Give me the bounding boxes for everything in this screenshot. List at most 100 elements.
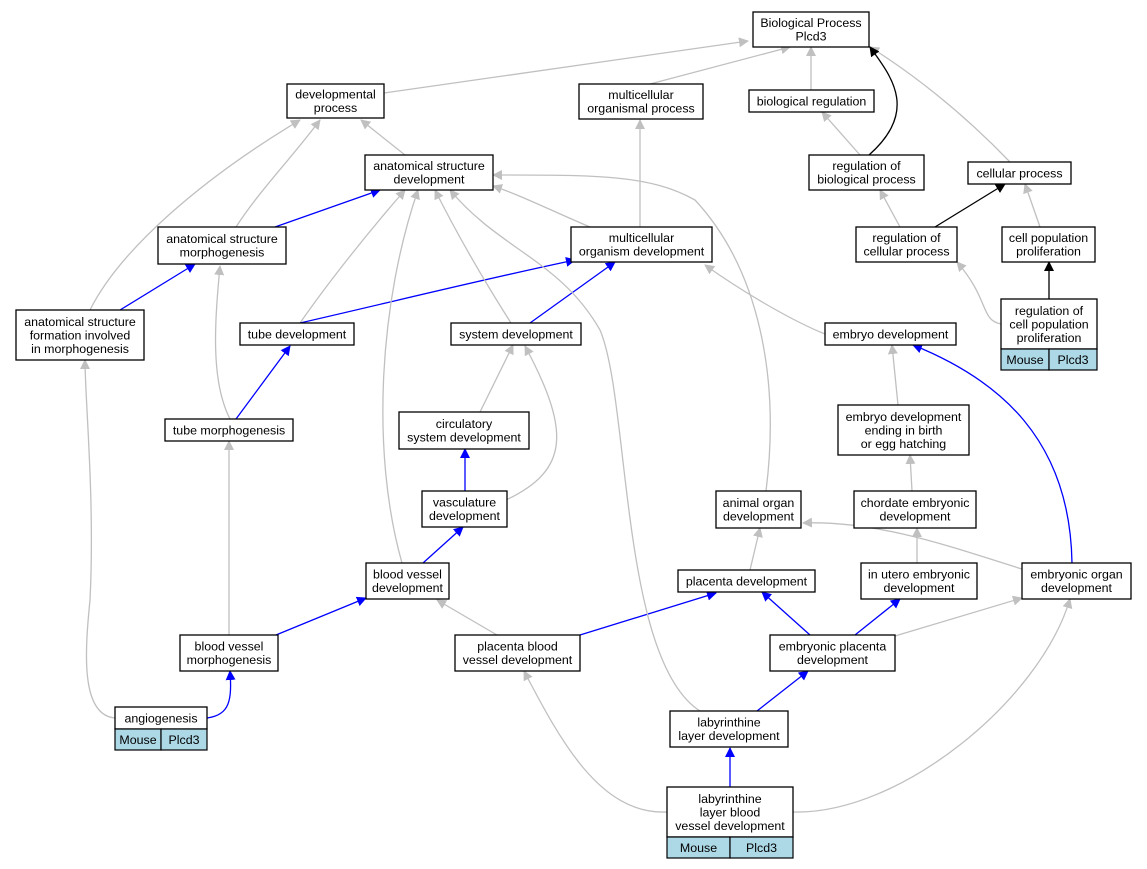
part-of-edge	[206, 670, 236, 719]
regulates-edge	[868, 46, 898, 156]
node-box	[454, 634, 581, 672]
node-box	[365, 562, 450, 600]
node-label-line: tube development	[248, 327, 347, 341]
node-label-line: embryo development	[833, 327, 949, 341]
node-label-line: layer blood	[700, 805, 761, 819]
part-of-edge	[422, 526, 464, 564]
node-label-line: development	[1041, 581, 1113, 595]
node-box	[1001, 226, 1096, 263]
node-box	[855, 226, 958, 263]
node-label-line: embryonic placenta	[779, 640, 887, 654]
node-label-line: organism development	[579, 245, 705, 259]
node-label-line: regulation of	[1015, 304, 1084, 318]
part-of-edge	[274, 188, 381, 228]
node-label-line: development	[880, 510, 952, 524]
node-label-line: animal organ	[723, 496, 795, 510]
go-node-sys-dev[interactable]: system development	[450, 322, 582, 346]
node-label-line: cell population	[1009, 231, 1088, 245]
go-node-tube-morph[interactable]: tube morphogenesis	[164, 418, 294, 442]
node-label-line: placenta development	[686, 574, 808, 588]
node-label-line: labyrinthine	[698, 792, 761, 806]
go-node-tube-dev[interactable]: tube development	[239, 322, 355, 346]
node-box	[860, 562, 978, 600]
regulates-edge	[934, 183, 1006, 228]
node-label-line: cellular process	[863, 245, 949, 259]
go-node-placenta[interactable]: placenta development	[677, 569, 816, 593]
node-label-line: biological regulation	[757, 94, 867, 108]
node-label-line: vessel development	[675, 819, 785, 833]
is-a-edge	[80, 359, 116, 719]
annotation-species-label: Mouse	[119, 733, 156, 747]
is-a-edge	[792, 598, 1073, 813]
node-label-line: developmental	[295, 88, 376, 102]
node-label-line: morphogenesis	[187, 653, 272, 667]
node-box	[15, 309, 145, 361]
node-box	[715, 490, 802, 529]
part-of-edge	[756, 670, 809, 712]
node-label-line: development	[884, 581, 956, 595]
node-label-line: vessel development	[463, 653, 573, 667]
annotation-species-label: Mouse	[1006, 353, 1043, 367]
is-a-edge	[905, 454, 916, 492]
part-of-edge	[912, 343, 1073, 564]
node-box	[450, 322, 582, 346]
is-a-edge	[89, 119, 301, 311]
node-label-line: formation involved	[30, 328, 131, 342]
node-box	[179, 634, 279, 672]
node-label-line: blood vessel	[195, 640, 264, 654]
is-a-edge	[383, 37, 749, 94]
go-node-bio-reg[interactable]: biological regulation	[748, 89, 875, 113]
node-label-line: regulation of	[832, 159, 901, 173]
node-label-line: circulatory	[436, 417, 493, 431]
node-label-line: ending in birth	[865, 423, 943, 437]
is-a-edge	[749, 527, 763, 571]
part-of-edge	[119, 263, 196, 311]
is-a-edge	[382, 189, 420, 564]
is-a-edge	[436, 599, 498, 636]
node-box	[157, 226, 287, 265]
node-label-line: in utero embryonic	[868, 568, 970, 582]
part-of-edge	[761, 591, 811, 636]
node-label-line: in morphogenesis	[31, 342, 129, 356]
node-label-line: or egg hatching	[861, 437, 947, 451]
node-box	[967, 161, 1072, 185]
node-box	[578, 83, 704, 120]
node-box	[748, 89, 875, 113]
is-a-edge	[1023, 183, 1041, 228]
go-node-emb-dev[interactable]: embryo development	[824, 322, 957, 346]
is-a-edge	[869, 46, 1011, 163]
is-a-edge	[523, 670, 668, 813]
node-label-line: morphogenesis	[180, 246, 265, 260]
go-node-cell-proc[interactable]: cellular process	[967, 161, 1072, 185]
node-label-line: layer development	[678, 729, 780, 743]
is-a-edge	[492, 184, 591, 228]
annotation-gene-label: Plcd3	[169, 733, 200, 747]
